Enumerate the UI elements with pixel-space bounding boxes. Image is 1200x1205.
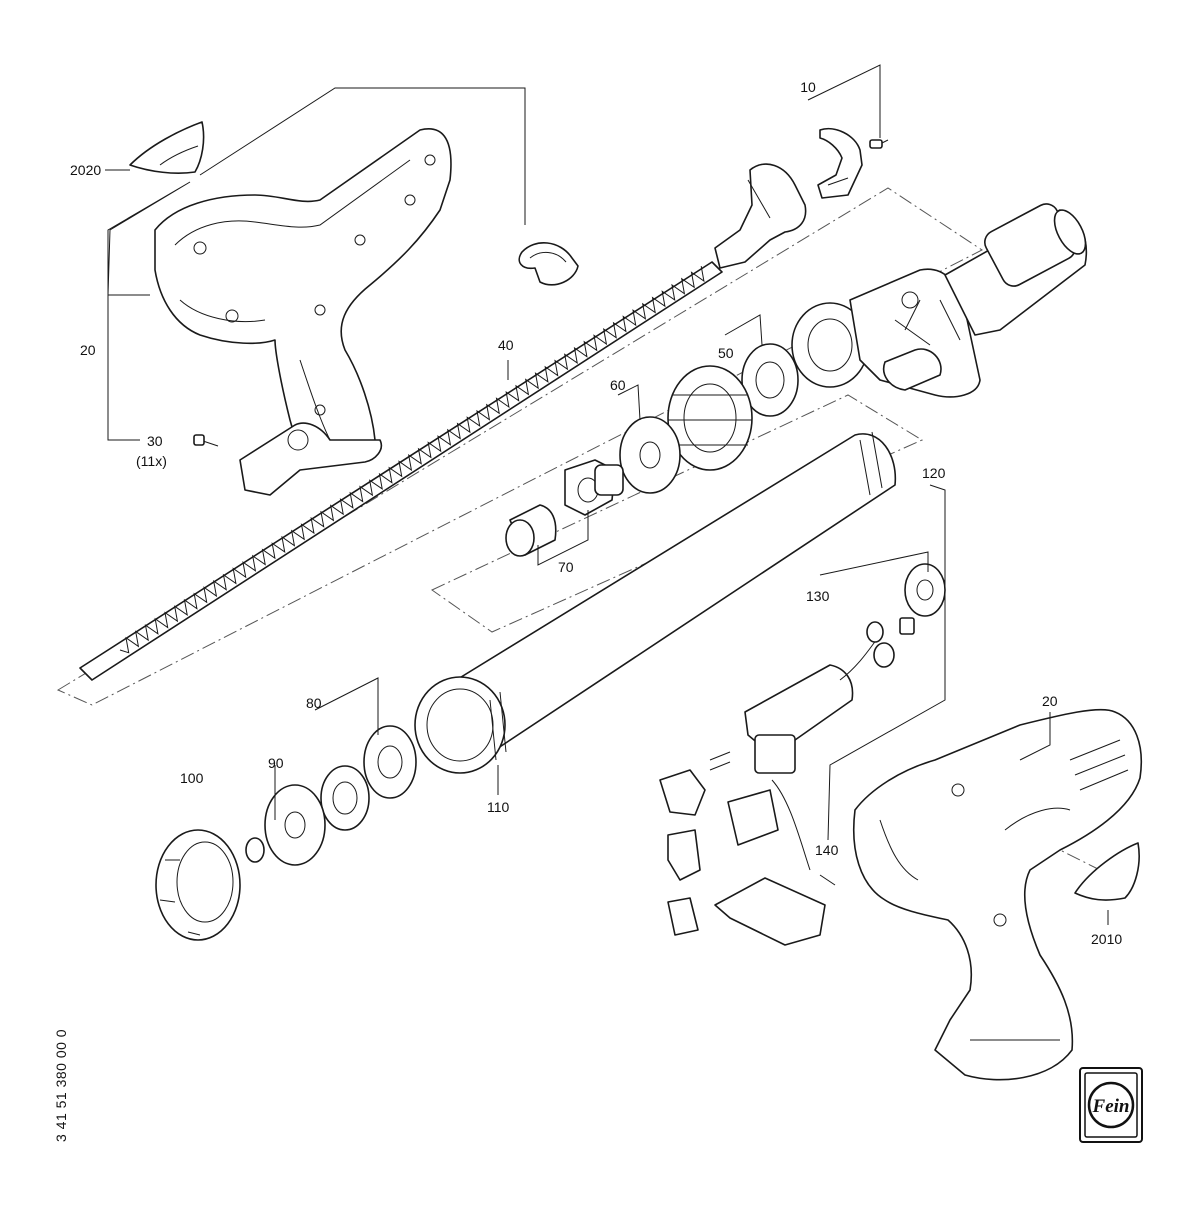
part-130-electronics-module [744,617,915,774]
part-140-battery-contact-plate [714,874,836,946]
part-2010-label-plate [1074,842,1140,901]
part-60-washer [619,416,681,494]
part-70-piston-sleeve [505,504,557,557]
callout-2020: 2020 [70,162,101,178]
part-50-bearing [741,343,799,417]
part-threaded-ring [667,365,753,471]
part-20-housing-half [154,128,452,496]
part-110-cartridge-tube [414,431,897,774]
thread-pattern [119,266,705,654]
callout-60: 60 [610,377,626,393]
part-30-screw [193,434,219,447]
callout-120: 120 [922,465,946,481]
part-120-gear-wheel [904,563,946,617]
callout-80: 80 [306,695,322,711]
callouts: 10 2020 20 30 (11x) 40 50 60 70 120 130 … [70,79,1122,947]
part-100-end-cap [155,829,241,941]
part-40-threaded-rod [79,261,723,681]
part-nozzle-holder [714,163,807,269]
callout-70: 70 [558,559,574,575]
document-number: 3 41 51 380 00 0 [53,1029,69,1142]
svg-text:Fein: Fein [1092,1096,1130,1117]
callout-40: 40 [498,337,514,353]
callout-140: 140 [815,842,839,858]
part-c-clip [518,242,579,286]
part-60-nut-fitting [564,459,624,516]
callout-100: 100 [180,770,204,786]
part-10-bracket [817,128,889,199]
part-80-bearing [320,725,417,831]
assembly-frame-drive [56,187,983,706]
callout-30: 30 [147,433,163,449]
part-20-housing-assembled [852,708,1143,1081]
callout-2010: 2010 [1091,931,1122,947]
callout-20-right: 20 [1042,693,1058,709]
callout-30-qty: (11x) [136,453,167,469]
part-switch-assembly [659,751,811,936]
part-90-plunger-disc [245,784,326,866]
leader-lines [105,64,1109,925]
callout-50: 50 [718,345,734,361]
part-2020-label-plate [129,121,205,174]
callout-130: 130 [806,588,830,604]
callout-20-top: 20 [80,342,96,358]
fein-logo: Fein [1079,1067,1143,1143]
part-motor-gearbox [791,203,1087,398]
callout-110: 110 [487,799,510,815]
callout-10: 10 [800,79,816,95]
callout-90: 90 [268,755,284,771]
